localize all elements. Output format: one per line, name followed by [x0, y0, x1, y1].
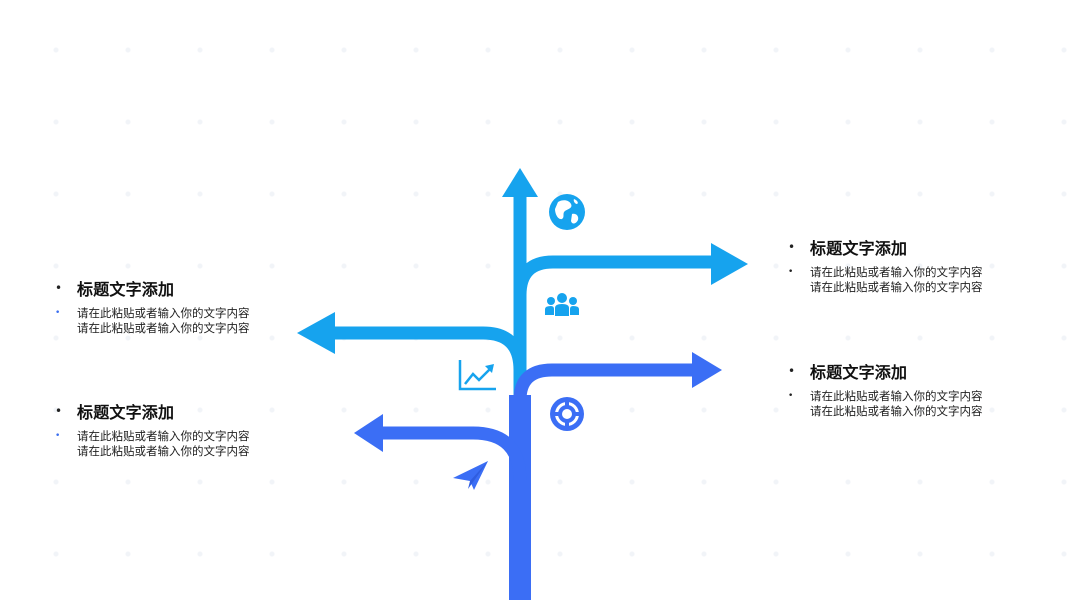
dark-right-arrowhead [692, 352, 722, 388]
users-group-icon [545, 293, 579, 316]
bullet-dot-small: • [55, 431, 61, 441]
text-block-right-bottom: • 标题文字添加 • 请在此粘贴或者输入你的文字内容请在此粘贴或者输入你的文字内… [788, 359, 998, 418]
globe-icon [549, 194, 585, 230]
block-description: 请在此粘贴或者输入你的文字内容请在此粘贴或者输入你的文字内容 [810, 265, 983, 294]
bullet-dot: • [55, 404, 63, 418]
text-block-left-bottom: • 标题文字添加 • 请在此粘贴或者输入你的文字内容请在此粘贴或者输入你的文字内… [55, 399, 265, 458]
block-description: 请在此粘贴或者输入你的文字内容请在此粘贴或者输入你的文字内容 [77, 429, 250, 458]
light-left-branch [330, 326, 527, 371]
light-up-arrowhead [502, 168, 538, 197]
light-left-arrowhead [297, 312, 335, 354]
block-title: 标题文字添加 [810, 363, 908, 382]
lifebuoy-icon [550, 397, 584, 431]
trend-chart-icon [458, 360, 496, 391]
text-block-left-top: • 标题文字添加 • 请在此粘贴或者输入你的文字内容请在此粘贴或者输入你的文字内… [55, 276, 265, 335]
dark-left-branch [380, 426, 527, 481]
light-right-branch [513, 255, 716, 296]
block-title: 标题文字添加 [77, 403, 175, 422]
block-title: 标题文字添加 [810, 239, 908, 258]
block-description: 请在此粘贴或者输入你的文字内容请在此粘贴或者输入你的文字内容 [77, 306, 250, 335]
block-description: 请在此粘贴或者输入你的文字内容请在此粘贴或者输入你的文字内容 [810, 389, 983, 418]
bullet-dot-small: • [788, 267, 794, 277]
dark-blue-branches [354, 352, 722, 600]
bullet-dot-small: • [788, 391, 794, 401]
dark-left-arrowhead [354, 414, 383, 452]
dark-right-branch [513, 363, 697, 401]
bullet-dot: • [788, 364, 796, 378]
light-right-arrowhead [711, 243, 748, 285]
bullet-dot-small: • [55, 308, 61, 318]
light-blue-branches [297, 168, 748, 400]
text-block-right-top: • 标题文字添加 • 请在此粘贴或者输入你的文字内容请在此粘贴或者输入你的文字内… [788, 235, 998, 294]
bullet-dot: • [55, 281, 63, 295]
bullet-dot: • [788, 240, 796, 254]
paper-plane-icon [453, 461, 488, 490]
block-title: 标题文字添加 [77, 280, 175, 299]
